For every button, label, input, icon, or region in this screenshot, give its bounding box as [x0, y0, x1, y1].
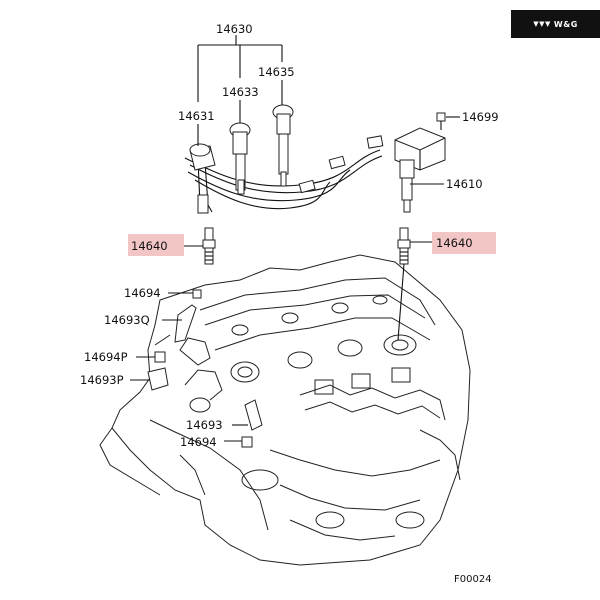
- ignition-coil: [394, 112, 446, 213]
- figure-code: F00024: [454, 574, 492, 585]
- callout-14699: 14699: [462, 110, 499, 124]
- callout-14694-top: 14694: [124, 286, 161, 300]
- callout-14693q: 14693Q: [104, 313, 150, 327]
- callout-14631: 14631: [178, 109, 215, 123]
- sensor-bracket: [147, 289, 263, 448]
- spark-plug-right: [397, 227, 411, 341]
- callout-14694p: 14694P: [84, 350, 128, 364]
- brand-badge: ▼▼▼ W&G: [511, 10, 600, 38]
- engine-block: [99, 254, 471, 566]
- callout-14640-right: 14640: [436, 236, 473, 250]
- brand-logo-icon: ▼▼▼: [533, 20, 551, 28]
- highlight-14640-left: [128, 234, 184, 256]
- ignition-wire-set: [184, 104, 384, 214]
- callout-14633: 14633: [222, 85, 259, 99]
- leader-lines: [130, 35, 460, 442]
- highlight-14640-right: [432, 232, 496, 254]
- callout-14610: 14610: [446, 177, 483, 191]
- callout-14694-bottom: 14694: [180, 435, 217, 449]
- callout-14630: 14630: [216, 22, 253, 36]
- callout-14693: 14693: [186, 418, 223, 432]
- callout-14693p: 14693P: [80, 373, 124, 387]
- callout-14640-left: 14640: [131, 239, 168, 253]
- callout-14635: 14635: [258, 65, 295, 79]
- brand-badge-text: W&G: [553, 19, 578, 29]
- spark-plug-left: [202, 227, 216, 265]
